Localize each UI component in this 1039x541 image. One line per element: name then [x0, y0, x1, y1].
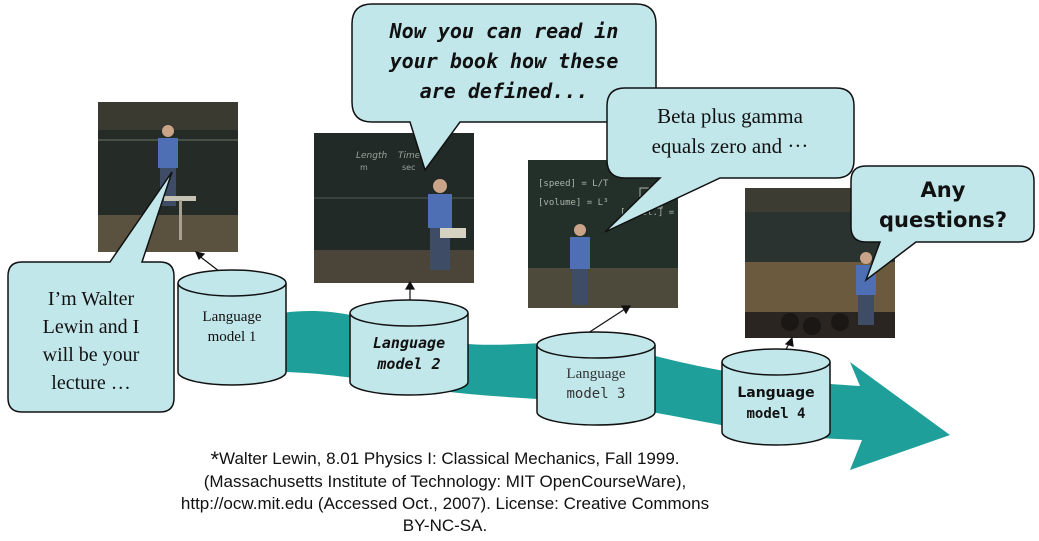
model-1-label-line1: Language: [202, 309, 261, 325]
model-3-label-line1: Language: [566, 366, 625, 382]
model-4-label-line1: Language: [737, 385, 814, 401]
bubble-4-line1: Any: [921, 178, 966, 202]
language-model-1-cylinder: Language model 1: [177, 269, 287, 386]
language-model-3-cylinder: Language model 3: [536, 331, 656, 426]
caption-line-2: (Massachusetts Institute of Technology: …: [203, 472, 687, 491]
svg-text:[accel.] =: [accel.] =: [620, 208, 675, 218]
source-caption: *Walter Lewin, 8.01 Physics I: Classical…: [0, 448, 890, 537]
speech-bubble-2: Now you can read in your book how these …: [351, 3, 657, 172]
bubble-2-line2: your book how these: [389, 49, 619, 73]
caption-text-1: Walter Lewin, 8.01 Physics I: Classical …: [219, 449, 680, 468]
speech-bubble-3: Beta plus gamma equals zero and ···: [604, 87, 855, 233]
svg-text:Time: Time: [398, 151, 421, 161]
bubble-3-line1: Beta plus gamma: [657, 104, 803, 128]
caption-line-3: http://ocw.mit.edu (Accessed Oct., 2007)…: [180, 494, 710, 513]
footnote-star: *: [210, 447, 220, 472]
svg-text:Length: Length: [356, 151, 387, 161]
caption-line-4: BY-NC-SA.: [402, 516, 488, 535]
svg-text:m: m: [360, 163, 368, 172]
connector-arrows: [194, 251, 794, 361]
caption-line-1: *Walter Lewin, 8.01 Physics I: Classical…: [0, 448, 890, 471]
lecture-photo-2: Length Time m sec: [314, 133, 474, 283]
bubble-1-line4: lecture …: [51, 372, 130, 394]
svg-text:[speed] = L/T: [speed] = L/T: [538, 179, 609, 189]
lecturer-figure-2: [428, 179, 452, 270]
model-3-label-line2: model 3: [566, 386, 625, 402]
model-4-label-line2: model 4: [746, 406, 805, 422]
svg-text:[volume] = L³: [volume] = L³: [538, 198, 608, 208]
svg-text:sec: sec: [402, 163, 416, 172]
desk-papers-2: [440, 228, 466, 238]
bubble-3-line2: equals zero and ···: [652, 134, 809, 158]
speech-bubble-4: Any questions?: [850, 165, 1035, 283]
model-2-label-line2: model 2: [376, 355, 440, 373]
model-1-label-line2: model 1: [208, 329, 257, 345]
bubble-1-line3: will be your: [43, 344, 140, 366]
language-model-4-cylinder: Language model 4: [721, 348, 831, 446]
model-2-label-line1: Language: [373, 334, 445, 352]
bubble-2-line1: Now you can read in: [389, 19, 619, 43]
bubble-4-line2: questions?: [879, 208, 1007, 232]
lecturer-figure-3: [570, 224, 590, 305]
bubble-1-line2: Lewin and I: [43, 316, 140, 338]
speech-bubble-1: I’m Walter Lewin and I will be your lect…: [7, 171, 175, 413]
bubble-2-line3: are defined...: [420, 79, 589, 103]
language-model-2-cylinder: Language model 2: [349, 299, 469, 396]
bubble-1-line1: I’m Walter: [48, 288, 135, 310]
podium-1: [164, 196, 196, 201]
lecture-photo-3: [speed] = L/T [volume] = L³ [accel.] =: [528, 160, 678, 308]
